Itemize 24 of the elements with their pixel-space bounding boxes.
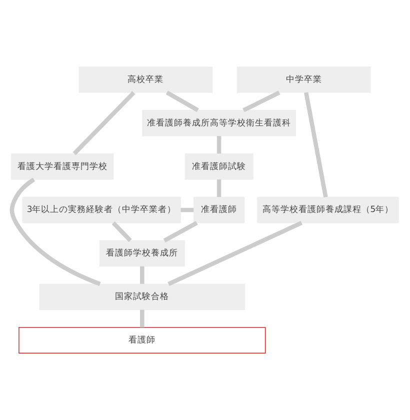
node-box: 高等学校看護師養成課程（5年） [257, 196, 399, 224]
connector [216, 179, 222, 198]
connector [112, 221, 132, 242]
connector [304, 92, 328, 198]
node-box: 准看護師 [193, 196, 245, 224]
node-box: 准看護師試験 [184, 153, 254, 180]
connector [216, 136, 222, 154]
node-box: 看護大学看護専門学校 [11, 153, 114, 180]
connector [72, 91, 136, 156]
connector [242, 90, 280, 112]
node-box: 中学卒業 [236, 66, 371, 93]
connector [180, 208, 194, 212]
connector [140, 310, 144, 328]
node-box: 看護師 [18, 327, 266, 354]
connector [168, 220, 302, 286]
node-box: 看護師学校養成所 [99, 240, 185, 267]
connector [163, 221, 198, 242]
node-box: 高校卒業 [78, 66, 213, 93]
node-box: 3年以上の実務経験者（中学卒業者） [22, 196, 181, 224]
connector [140, 266, 144, 284]
connector [166, 90, 199, 112]
connector [10, 178, 101, 286]
node-box: 国家試験合格 [39, 284, 246, 310]
node-box: 准看護師養成所高等学校衛生看護科 [142, 110, 296, 136]
